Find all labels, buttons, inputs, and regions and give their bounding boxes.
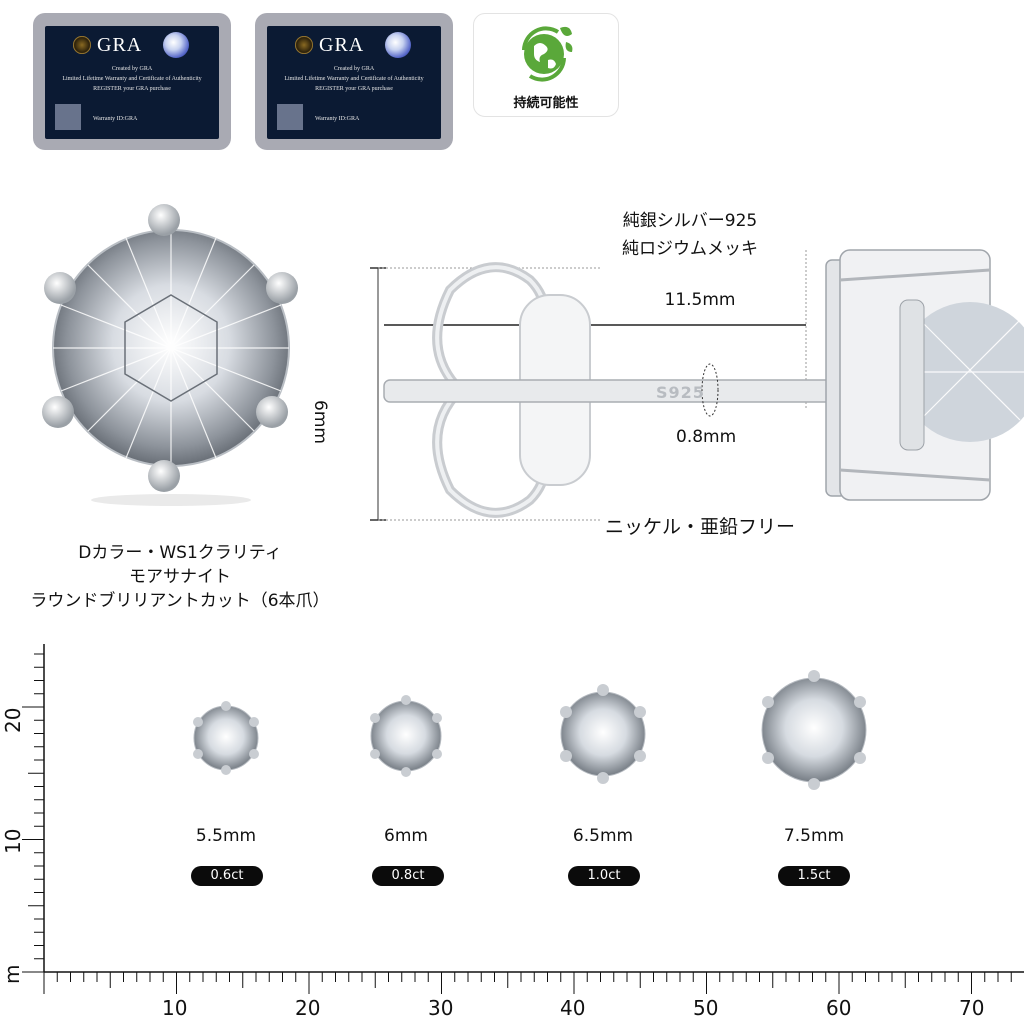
gra-warranty-line: Limited Lifetime Warranty and Certificat… [284,76,424,82]
gra-warranty-id: Warranty ID:GRA [93,116,138,122]
carat-badge-1: 0.6ct [191,866,263,886]
carat-badge-4: 1.5ct [778,866,850,886]
ruler-horizontal-label-30: 30 [428,996,454,1020]
nickel-free-label: ニッケル・亜鉛フリー [604,516,795,538]
gra-logo-text: GRA [319,34,365,56]
size-comparison-stones [193,670,867,790]
ruler-vertical-label-20: 20 [1,707,25,733]
stone-5-5mm [193,701,259,775]
gra-warranty-id: Warranty ID:GRA [315,116,360,122]
sustainability-badge: 持続可能性 [473,13,619,117]
gra-created-by: Created by GRA [111,66,153,72]
carat-badge-3: 1.0ct [568,866,640,886]
gra-certificate-card-1: GRA Created by GRA Limited Lifetime Warr… [33,13,231,150]
gra-register-line: REGISTER your GRA purchase [93,86,171,92]
gra-logo-text: GRA [97,34,143,56]
gra-created-by: Created by GRA [333,66,375,72]
post-length-label: 11.5mm [664,290,736,310]
ruler-horizontal-label-60: 60 [826,996,852,1020]
diamond-icon [385,32,411,58]
diamond-icon [163,32,189,58]
ruler-vertical-label-unit: m [0,964,24,984]
ruler-horizontal-label-50: 50 [693,996,719,1020]
gra-certificate-card-2: GRA Created by GRA Limited Lifetime Warr… [255,13,453,150]
qr-code-icon [55,104,81,130]
stone-6mm [370,695,442,777]
stone-desc-line-2: モアサナイト [129,567,231,587]
s925-stamp: S925 [656,383,705,402]
ruler-horizontal-label-20: 20 [295,996,321,1020]
carat-badge-2: 0.8ct [372,866,444,886]
earring-side-view [370,249,1024,521]
size-label-4: 7.5mm [783,826,845,846]
ruler-horizontal-label-40: 40 [560,996,586,1020]
gra-warranty-line: Limited Lifetime Warranty and Certificat… [62,76,202,82]
ruler-vertical-label-10: 10 [1,828,25,854]
gra-seal-icon [73,36,91,54]
gra-register-line: REGISTER your GRA purchase [315,86,393,92]
material-line-1: 純銀シルバー925 [622,211,758,231]
stone-6-5mm [560,684,646,784]
size-label-2: 6mm [384,826,428,846]
material-line-2: 純ロジウムメッキ [622,239,758,259]
moissanite-stone-top-view [42,204,298,506]
ruler-horizontal-label-70: 70 [959,996,985,1020]
gra-certificate-face: GRA Created by GRA Limited Lifetime Warr… [267,26,441,139]
ruler-horizontal-label-10: 10 [162,996,188,1020]
globe-leaf-icon [522,26,573,82]
gra-seal-icon [295,36,313,54]
qr-code-icon [277,104,303,130]
post-diameter-label: 0.8mm [676,427,737,447]
stone-desc-line-3: ラウンドブリリアントカット（6本爪） [30,591,330,611]
size-label-1: 5.5mm [195,826,257,846]
stone-desc-line-1: Dカラー・WS1クラリティ [78,543,282,563]
stone-7-5mm [761,670,867,790]
sustainability-label: 持続可能性 [513,96,579,111]
size-label-3: 6.5mm [572,826,634,846]
gra-certificate-face: GRA Created by GRA Limited Lifetime Warr… [45,26,219,139]
